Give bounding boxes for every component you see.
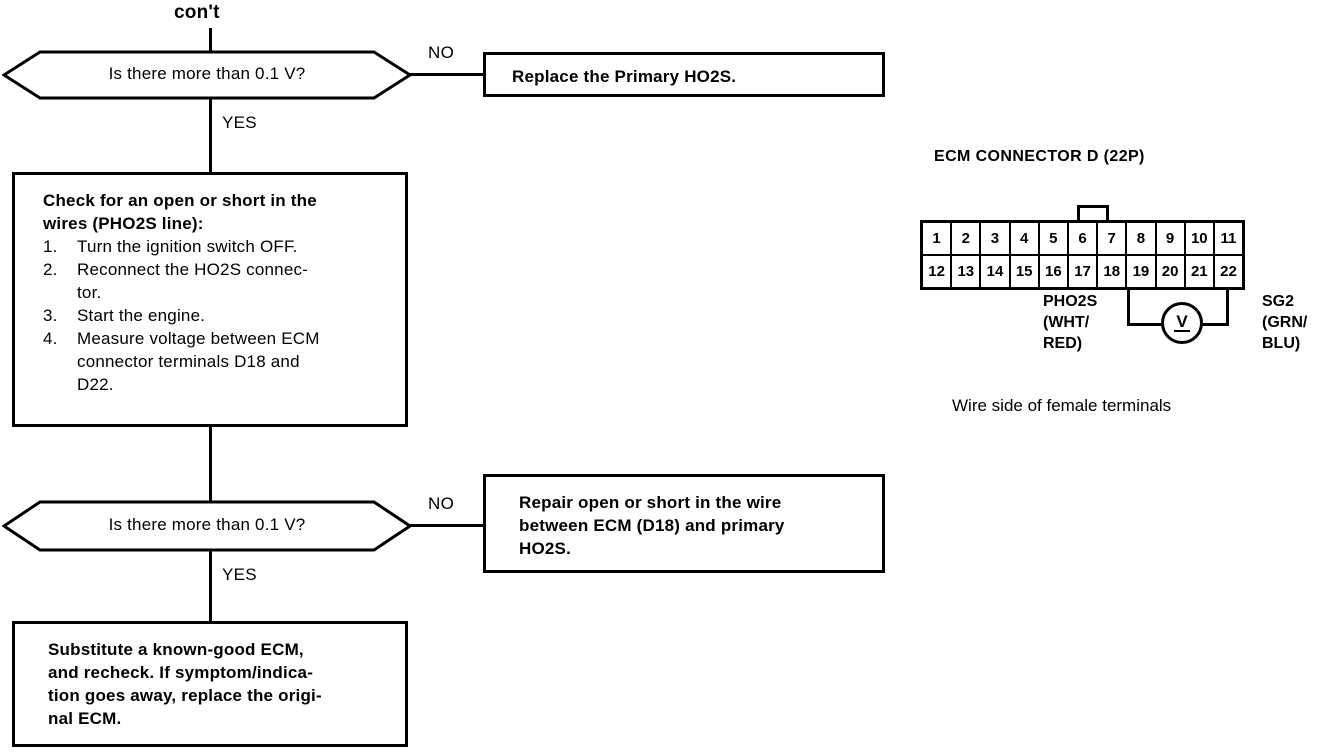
connector-top-row: 1 2 3 4 5 6 7 8 9 10 11 <box>923 223 1242 256</box>
result-box-substitute-ecm-line-1: Substitute a known-good ECM, <box>48 640 304 659</box>
connector-pin-4: 4 <box>1011 223 1040 254</box>
result-box-substitute-ecm-line-4: nal ECM. <box>48 709 122 728</box>
terminal-label-sg2-wire-1: (GRN/ <box>1262 314 1308 331</box>
procedure-step-2-continued: tor. <box>43 281 405 304</box>
procedure-step-4-text-continued-2: D22. <box>77 375 114 394</box>
result-box-repair-wire-line-2: between ECM (D18) and primary <box>519 516 785 535</box>
terminal-label-pho2s-name: PHO2S <box>1043 293 1098 310</box>
result-box-repair-wire-line-1: Repair open or short in the wire <box>519 493 782 512</box>
connector-pin-20: 20 <box>1157 256 1186 287</box>
branch-label-yes-1: YES <box>222 113 257 132</box>
meter-wire-from-pin-18 <box>1127 290 1130 326</box>
continuation-label: con't <box>174 2 220 23</box>
branch-line-no-1 <box>408 73 485 76</box>
branch-line-yes-1 <box>209 97 212 173</box>
terminal-label-sg2-wire-2: BLU) <box>1262 335 1301 352</box>
procedure-step-4-continued-2: D22. <box>43 373 405 396</box>
procedure-step-list: 1. Turn the ignition switch OFF. 2. Reco… <box>43 235 405 396</box>
branch-line-yes-2 <box>209 549 212 621</box>
terminal-label-pho2s-wire-2: RED) <box>1043 335 1083 352</box>
connector-pin-19: 19 <box>1127 256 1157 287</box>
procedure-step-4-text: Measure voltage between ECM <box>77 329 320 348</box>
procedure-step-2-text: Reconnect the HO2S connec- <box>77 260 309 279</box>
connector-pin-21: 21 <box>1186 256 1215 287</box>
connector-pin-13: 13 <box>952 256 982 287</box>
connector-pin-18: 18 <box>1098 256 1128 287</box>
connector-pin-1: 1 <box>923 223 953 254</box>
procedure-step-3: 3. Start the engine. <box>43 304 405 327</box>
result-box-repair-wire-line-3: HO2S. <box>519 539 572 558</box>
connector-pin-15: 15 <box>1011 256 1040 287</box>
connector-pin-7: 7 <box>1098 223 1128 254</box>
procedure-heading-line-2: wires (PHO2S line): <box>43 214 204 233</box>
procedure-box-check-open-short: Check for an open or short in the wires … <box>12 172 408 427</box>
connector-locking-tab-icon <box>1077 205 1109 221</box>
decision-1-shape: Is there more than 0.1 V? <box>2 50 412 100</box>
connector-pin-6: 6 <box>1069 223 1099 254</box>
procedure-step-2: 2. Reconnect the HO2S connec- <box>43 258 405 281</box>
result-box-replace-primary-ho2s-text: Replace the Primary HO2S. <box>512 67 737 86</box>
connector-line-procedure-to-decision2 <box>209 427 212 502</box>
connector-pin-5: 5 <box>1040 223 1069 254</box>
procedure-step-4-continued-1: connector terminals D18 and <box>43 350 405 373</box>
connector-bottom-row: 12 13 14 15 16 17 18 19 20 21 22 <box>923 256 1242 287</box>
terminal-label-pho2s: PHO2S (WHT/ RED) <box>1043 291 1097 354</box>
procedure-step-2-text-continued: tor. <box>77 283 102 302</box>
result-box-repair-wire: Repair open or short in the wire between… <box>483 474 885 573</box>
result-box-substitute-ecm-line-2: and recheck. If symptom/indica- <box>48 663 314 682</box>
connector-pin-10: 10 <box>1186 223 1215 254</box>
connector-figure-caption: Wire side of female terminals <box>952 396 1172 415</box>
procedure-step-3-number: 3. <box>43 306 58 325</box>
branch-line-no-2 <box>408 524 485 527</box>
procedure-step-1-number: 1. <box>43 237 58 256</box>
connector-pin-17: 17 <box>1069 256 1099 287</box>
procedure-step-1: 1. Turn the ignition switch OFF. <box>43 235 405 258</box>
voltmeter-icon: V <box>1161 302 1203 344</box>
decision-2-shape: Is there more than 0.1 V? <box>2 500 412 552</box>
result-box-substitute-ecm: Substitute a known-good ECM, and recheck… <box>12 621 408 747</box>
connector-pin-12: 12 <box>923 256 953 287</box>
terminal-label-pho2s-wire-1: (WHT/ <box>1043 314 1090 331</box>
connector-pin-9: 9 <box>1157 223 1186 254</box>
terminal-label-sg2: SG2 (GRN/ BLU) <box>1262 291 1307 354</box>
procedure-step-2-number: 2. <box>43 260 58 279</box>
connector-pin-8: 8 <box>1127 223 1157 254</box>
decision-1-text: Is there more than 0.1 V? <box>108 64 306 83</box>
procedure-step-1-text: Turn the ignition switch OFF. <box>77 237 298 256</box>
connector-figure-title: ECM CONNECTOR D (22P) <box>934 148 1145 165</box>
procedure-step-3-text: Start the engine. <box>77 306 206 325</box>
connector-pin-3: 3 <box>981 223 1011 254</box>
connector-pin-11: 11 <box>1220 230 1237 247</box>
connector-pin-16: 16 <box>1040 256 1069 287</box>
procedure-step-4-number: 4. <box>43 329 58 348</box>
connector-pin-14: 14 <box>981 256 1011 287</box>
result-box-substitute-ecm-line-3: tion goes away, replace the origi- <box>48 686 322 705</box>
voltmeter-symbol-letter: V <box>1176 312 1188 331</box>
connector-pin-2: 2 <box>952 223 982 254</box>
result-box-replace-primary-ho2s: Replace the Primary HO2S. <box>483 52 885 97</box>
branch-label-no-1: NO <box>428 43 455 62</box>
branch-label-no-2: NO <box>428 494 455 513</box>
procedure-heading-line-1: Check for an open or short in the <box>43 191 317 210</box>
procedure-step-4: 4. Measure voltage between ECM <box>43 327 405 350</box>
connector-line-cont-to-decision1 <box>209 28 212 54</box>
voltmeter-dc-bar <box>1174 330 1190 332</box>
branch-label-yes-2: YES <box>222 565 257 584</box>
meter-wire-from-pin-22 <box>1226 290 1229 326</box>
decision-2-text: Is there more than 0.1 V? <box>108 515 306 534</box>
ecm-connector-d-pinout: 1 2 3 4 5 6 7 8 9 10 11 12 13 14 15 16 1… <box>920 220 1245 290</box>
procedure-step-4-text-continued-1: connector terminals D18 and <box>77 352 300 371</box>
terminal-label-sg2-name: SG2 <box>1262 293 1295 310</box>
connector-pin-22: 22 <box>1220 263 1237 280</box>
